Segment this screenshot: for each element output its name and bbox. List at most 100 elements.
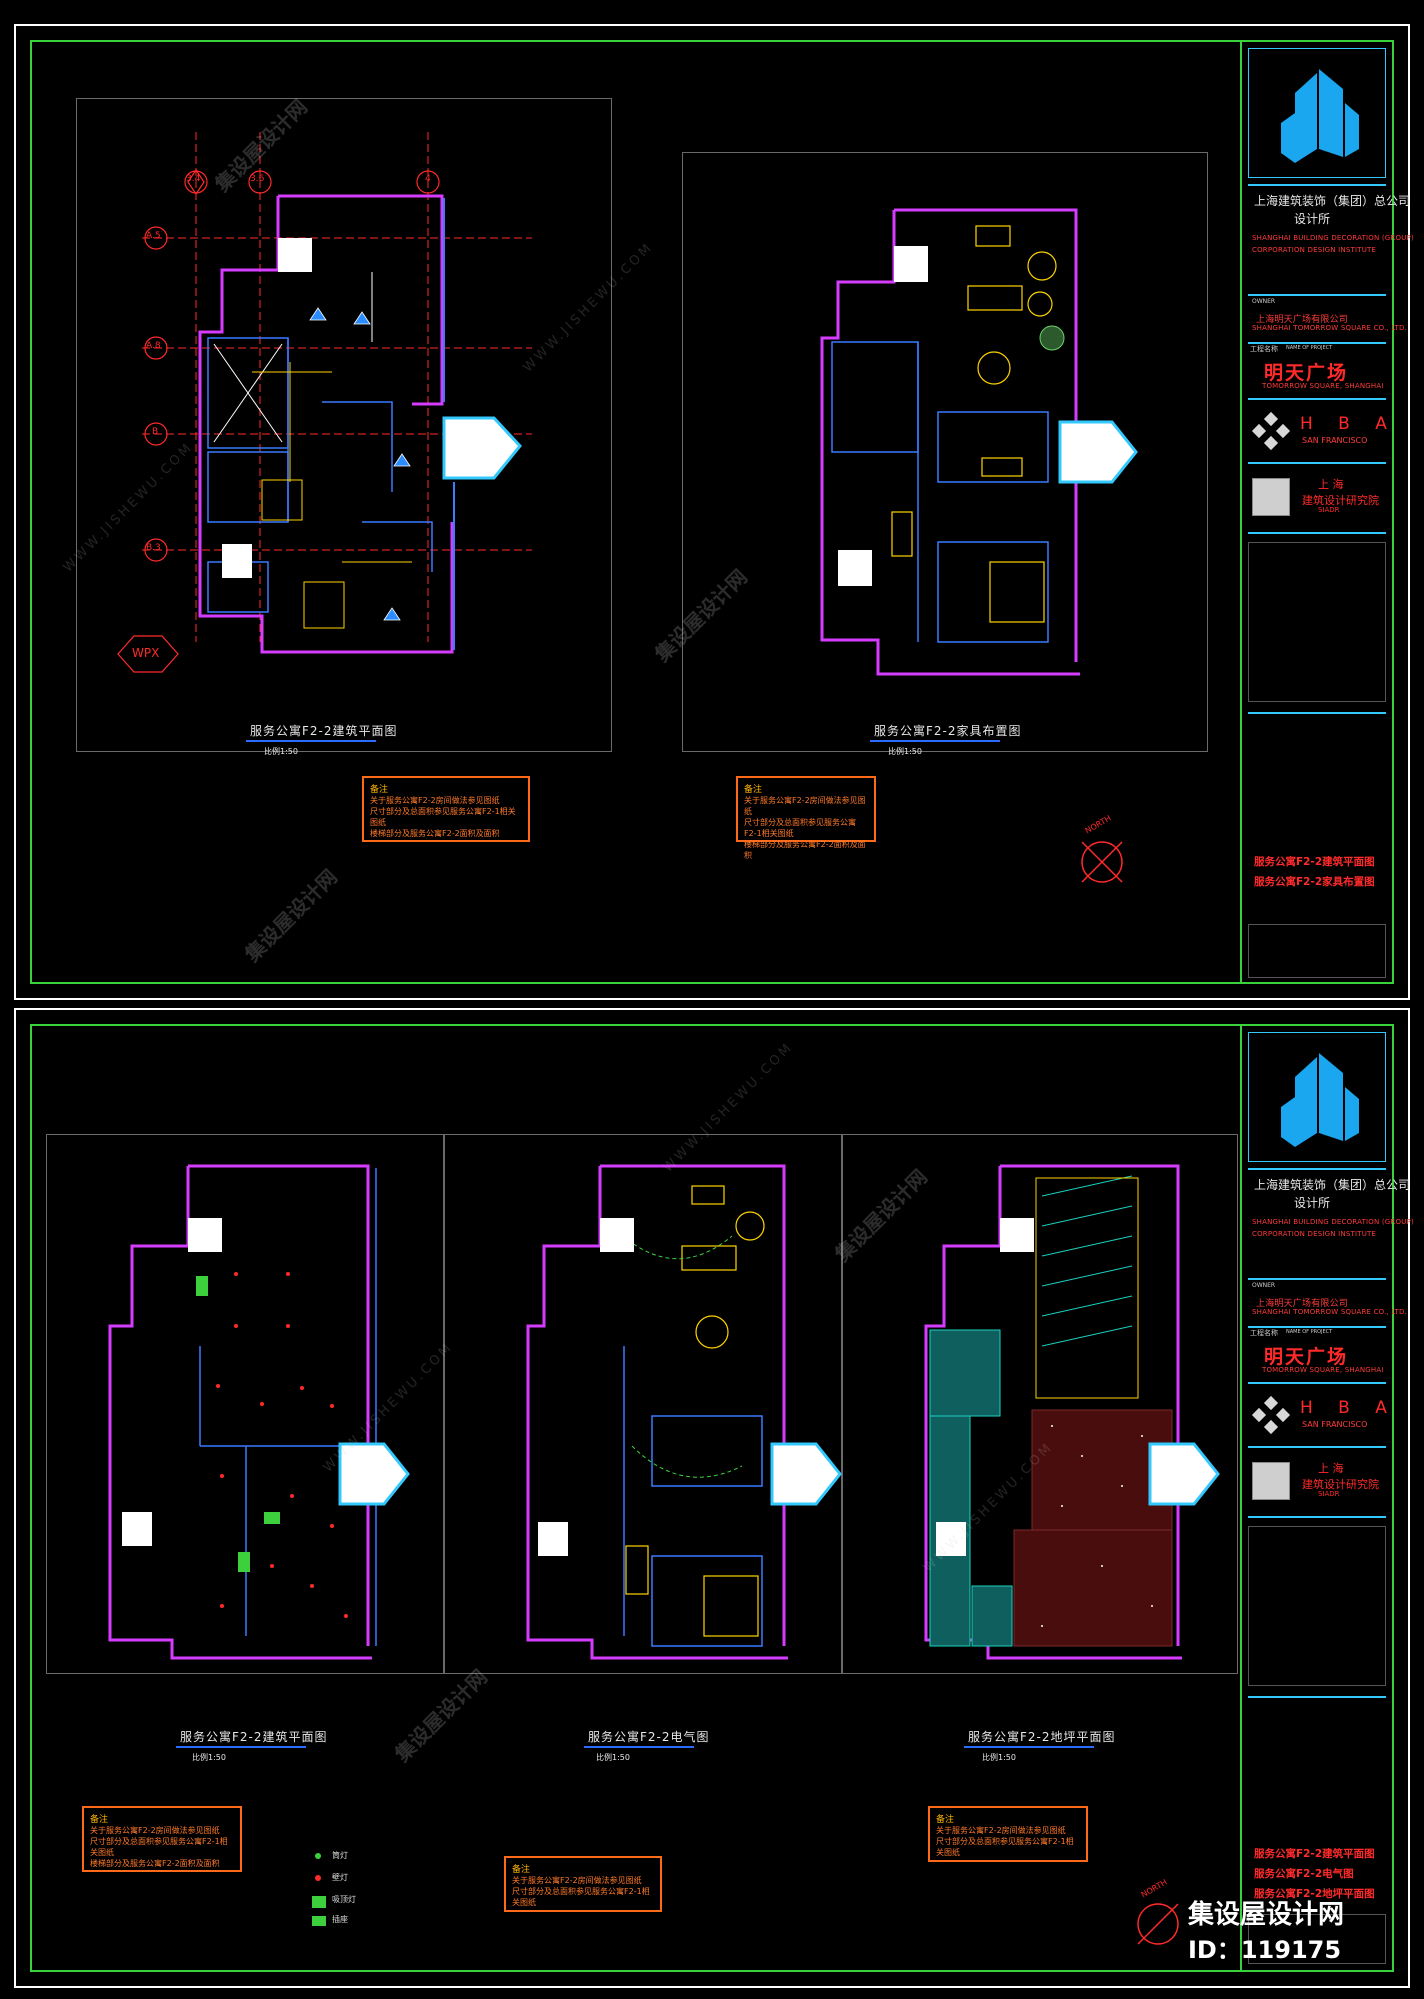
plan-frame-electrical xyxy=(444,1134,842,1674)
floor-plans-bottom xyxy=(108,1164,1220,1945)
company-name: 上海建筑装饰（集团）总公司 xyxy=(1254,1178,1411,1192)
divider xyxy=(1248,342,1386,344)
hba-logo-icon xyxy=(1251,1395,1291,1435)
drawing-title: 服务公寓F2-2建筑平面图 xyxy=(180,1730,328,1744)
note-box: 备注 关于服务公寓F2-2房间做法参见图纸 尺寸部分及总面积参见服务公寓F2-1… xyxy=(504,1856,662,1912)
project-label: 工程名称 xyxy=(1250,345,1278,353)
legend-item: 插座 xyxy=(332,1915,348,1924)
divider xyxy=(1248,1446,1386,1448)
siadr-logo-icon xyxy=(1252,478,1290,516)
divider xyxy=(1248,398,1386,400)
divider xyxy=(1248,462,1386,464)
revision-table xyxy=(1248,1526,1386,1686)
siadr-abbr: SIADR xyxy=(1318,506,1340,514)
company-name-en-2: CORPORATION DESIGN INSTITUTE xyxy=(1252,246,1377,254)
siadr-abbr: SIADR xyxy=(1318,1490,1340,1498)
drawing-scale: 比例1:50 xyxy=(192,1753,226,1762)
owner-label: OWNER xyxy=(1252,298,1276,305)
owner-name: 上海明天广场有限公司 xyxy=(1256,1299,1349,1309)
divider xyxy=(1248,1278,1386,1280)
drawing-title: 服务公寓F2-2电气图 xyxy=(588,1730,710,1744)
grid-label: 3.6 xyxy=(250,174,265,184)
sheet-title: 服务公寓F2-2建筑平面图 xyxy=(1254,1848,1375,1860)
drawing-sheet-top: 服务公寓F2-2建筑平面图 比例1:50 服务公寓F2-2家具布置图 比例1:5… xyxy=(14,24,1414,1000)
company-name: 上海建筑装饰（集团）总公司 xyxy=(1254,194,1411,208)
siadr-line2: 建筑设计研究院 xyxy=(1302,1478,1379,1491)
brand-id: ID：119175 xyxy=(1188,1936,1342,1964)
grid-label: WPX xyxy=(132,646,160,660)
title-block: 上海建筑装饰（集团）总公司 设计所 SHANGHAI BUILDING DECO… xyxy=(1240,1026,1414,1970)
hba-name: H B A xyxy=(1300,1398,1397,1418)
sheet-title: 服务公寓F2-2电气图 xyxy=(1254,1868,1354,1880)
sheet-info-table xyxy=(1248,1914,1386,1964)
divider xyxy=(1248,184,1386,186)
legend-item: 壁灯 xyxy=(332,1873,348,1882)
project-label: 工程名称 xyxy=(1250,1329,1278,1337)
siadr-line2: 建筑设计研究院 xyxy=(1302,494,1379,507)
title-underline xyxy=(176,1746,306,1748)
brand-name: 集设屋设计网 xyxy=(1188,1900,1345,1930)
divider xyxy=(1248,1696,1386,1698)
project-name: 明天广场 xyxy=(1264,362,1349,384)
grid-label: 3.4 xyxy=(186,174,201,184)
sheet-title: 服务公寓F2-2地坪平面图 xyxy=(1254,1888,1375,1900)
divider xyxy=(1248,1168,1386,1170)
note-box: 备注 关于服务公寓F2-2房间做法参见图纸 尺寸部分及总面积参见服务公寓F2-1… xyxy=(362,776,530,842)
company-dept: 设计所 xyxy=(1294,1196,1331,1210)
sheet-inner-border: 服务公寓F2-2建筑平面图 比例1:50 服务公寓F2-2家具布置图 比例1:5… xyxy=(30,40,1414,984)
company-name-en-2: CORPORATION DESIGN INSTITUTE xyxy=(1252,1230,1377,1238)
title-underline xyxy=(584,1746,694,1748)
company-name-en: SHANGHAI BUILDING DECORATION (GROUP) xyxy=(1252,1218,1414,1226)
divider xyxy=(1248,294,1386,296)
company-logo-icon xyxy=(1281,1053,1359,1147)
sheet-title: 服务公寓F2-2家具布置图 xyxy=(1254,876,1375,888)
siadr-logo-icon xyxy=(1252,1462,1290,1500)
plan-frame-furniture xyxy=(682,152,1208,752)
grid-label: A.8 xyxy=(146,341,161,351)
owner-name-en: SHANGHAI TOMORROW SQUARE CO., LTD. xyxy=(1252,324,1408,332)
company-dept: 设计所 xyxy=(1294,212,1331,226)
hba-city: SAN FRANCISCO xyxy=(1302,436,1368,445)
note-box: 备注 关于服务公寓F2-2房间做法参见图纸 尺寸部分及总面积参见服务公寓F2-1… xyxy=(928,1806,1088,1862)
sheet-title: 服务公寓F2-2建筑平面图 xyxy=(1254,856,1375,868)
revision-table xyxy=(1248,542,1386,702)
grid-label: A.5 xyxy=(146,231,161,241)
hba-logo-icon xyxy=(1251,411,1291,451)
plan-frame-architectural xyxy=(76,98,612,752)
siadr-line1: 上 海 xyxy=(1318,1462,1344,1475)
project-name: 明天广场 xyxy=(1264,1346,1349,1368)
legend-item: 吸顶灯 xyxy=(332,1895,356,1904)
title-block: 上海建筑装饰（集团）总公司 设计所 SHANGHAI BUILDING DECO… xyxy=(1240,42,1414,982)
hba-city: SAN FRANCISCO xyxy=(1302,1420,1368,1429)
note-box: 备注 关于服务公寓F2-2房间做法参见图纸 尺寸部分及总面积参见服务公寓F2-1… xyxy=(736,776,876,860)
drawing-scale: 比例1:50 xyxy=(982,1753,1016,1762)
title-underline xyxy=(246,740,376,742)
divider xyxy=(1248,1326,1386,1328)
owner-name-en: SHANGHAI TOMORROW SQUARE CO., LTD. xyxy=(1252,1308,1408,1316)
divider xyxy=(1248,1382,1386,1384)
drawing-title: 服务公寓F2-2建筑平面图 xyxy=(250,724,398,738)
logo-cell xyxy=(1248,48,1386,178)
siadr-line1: 上 海 xyxy=(1318,478,1344,491)
drawing-sheet-bottom: 服务公寓F2-2建筑平面图 比例1:50 服务公寓F2-2电气图 比例1:50 … xyxy=(14,1008,1414,1988)
drawing-title: 服务公寓F2-2家具布置图 xyxy=(874,724,1022,738)
project-name-en: TOMORROW SQUARE, SHANGHAI xyxy=(1262,1366,1384,1374)
sheet-info-table xyxy=(1248,924,1386,978)
owner-label: OWNER xyxy=(1252,1282,1276,1289)
sheet-inner-border: 服务公寓F2-2建筑平面图 比例1:50 服务公寓F2-2电气图 比例1:50 … xyxy=(30,1024,1414,1972)
project-name-en: TOMORROW SQUARE, SHANGHAI xyxy=(1262,382,1384,390)
drawing-scale: 比例1:50 xyxy=(596,1753,630,1762)
plan-frame-architectural xyxy=(46,1134,444,1674)
grid-label: B.3 xyxy=(146,543,161,553)
company-logo-icon xyxy=(1281,69,1359,163)
logo-cell xyxy=(1248,1032,1386,1162)
project-label-en: NAME OF PROJECT xyxy=(1286,1329,1333,1335)
divider xyxy=(1248,712,1386,714)
divider xyxy=(1248,1516,1386,1518)
company-name-en: SHANGHAI BUILDING DECORATION (GROUP) xyxy=(1252,234,1414,242)
grid-label: 4 xyxy=(425,174,431,184)
owner-name: 上海明天广场有限公司 xyxy=(1256,315,1349,325)
title-underline xyxy=(870,740,1000,742)
divider xyxy=(1248,532,1386,534)
project-label-en: NAME OF PROJECT xyxy=(1286,345,1333,351)
